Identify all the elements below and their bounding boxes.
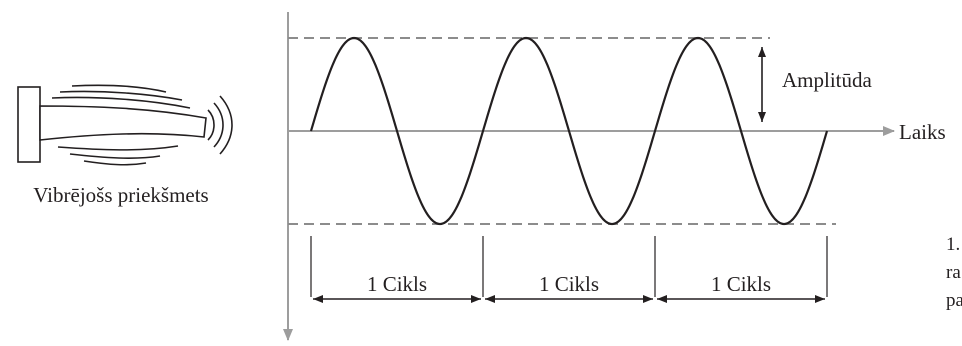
caption-fragment-1: 1. <box>946 234 961 255</box>
object-label: Vibrējošs priekšmets <box>33 183 208 207</box>
amplitude-label: Amplitūda <box>782 68 873 92</box>
caption-fragment-2: ra <box>946 262 961 283</box>
time-axis-label: Laiks <box>899 120 946 144</box>
clamp-block <box>17 86 41 163</box>
cycle-label-3: 1 Cikls <box>711 272 771 296</box>
vibrating-object-illustration <box>17 84 233 166</box>
vibrating-bar <box>39 105 207 141</box>
cycle-label-1: 1 Cikls <box>367 272 427 296</box>
caption-fragment-3: pa <box>946 290 962 311</box>
cycle-label-2: 1 Cikls <box>539 272 599 296</box>
cycle-ticks <box>310 236 828 297</box>
sine-wave <box>309 36 829 226</box>
